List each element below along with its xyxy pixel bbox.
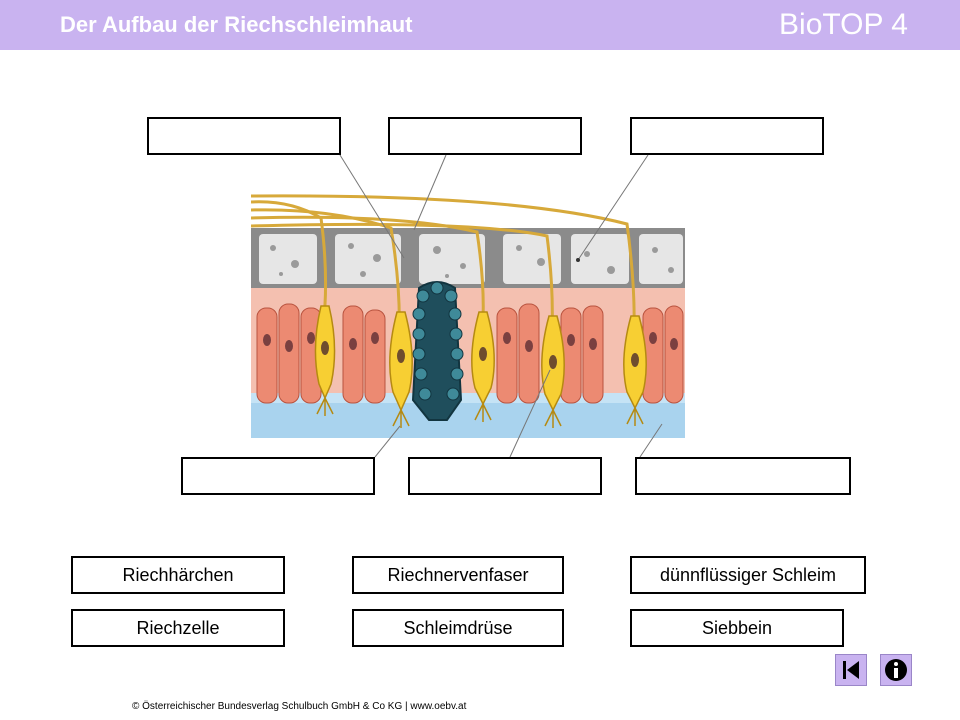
label-target-5[interactable] [408, 457, 602, 495]
label-target-4[interactable] [181, 457, 375, 495]
term-riechnervenfaser[interactable]: Riechnervenfaser [352, 556, 564, 594]
term-siebbein[interactable]: Siebbein [630, 609, 844, 647]
label-target-3[interactable] [630, 117, 824, 155]
page-title: Der Aufbau der Riechschleimhaut [60, 12, 413, 37]
term-riechhaerchen[interactable]: Riechhärchen [71, 556, 285, 594]
copyright-text: © Österreichischer Bundesverlag Schulbuc… [132, 701, 467, 712]
header-bar: Der Aufbau der Riechschleimhaut BioTOP 4 [0, 0, 960, 50]
label-target-6[interactable] [635, 457, 851, 495]
info-icon [885, 659, 907, 681]
back-button[interactable] [835, 654, 867, 686]
info-button[interactable] [880, 654, 912, 686]
brand-logo: BioTOP 4 [779, 8, 908, 41]
label-target-2[interactable] [388, 117, 582, 155]
label-target-1[interactable] [147, 117, 341, 155]
term-duennfluessiger-schleim[interactable]: dünnflüssiger Schleim [630, 556, 866, 594]
olfactory-mucosa-illustration [251, 194, 685, 438]
skip-back-icon [843, 661, 859, 679]
term-schleimdruese[interactable]: Schleimdrüse [352, 609, 564, 647]
term-riechzelle[interactable]: Riechzelle [71, 609, 285, 647]
